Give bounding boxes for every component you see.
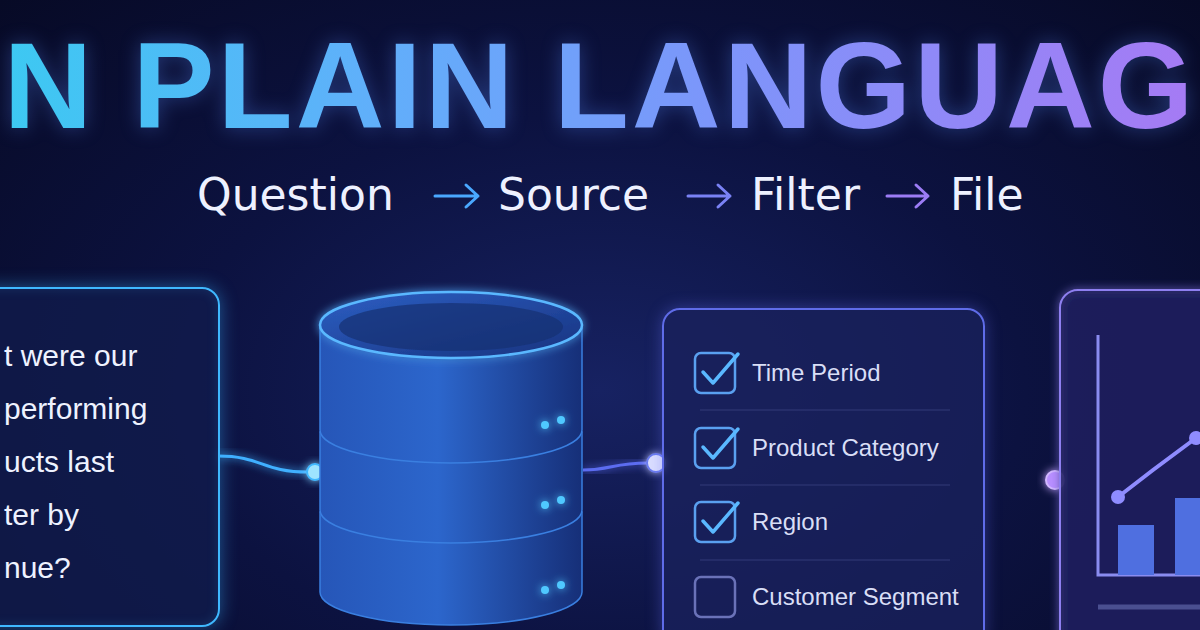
row-separator	[700, 409, 950, 410]
heading: N PLAIN LANGUAG	[0, 24, 1200, 147]
question-text: t were our performing ucts last ter by n…	[4, 329, 151, 594]
status-light	[557, 581, 565, 589]
filter-option: Product Category	[752, 433, 939, 463]
connector-wire	[583, 463, 648, 470]
status-light	[541, 586, 549, 594]
chart-line	[1118, 428, 1200, 497]
row-separator	[700, 559, 950, 560]
flow-arrow	[688, 185, 730, 207]
step-label: Question	[197, 169, 394, 221]
checkmark	[703, 503, 738, 532]
checkmark	[703, 354, 738, 383]
status-light	[557, 496, 565, 504]
chart-bar	[1118, 525, 1154, 575]
connector-wire	[218, 456, 308, 472]
database-lights	[541, 416, 565, 594]
checkbox	[695, 353, 735, 393]
checkbox	[695, 502, 735, 542]
connector-wire	[985, 478, 1048, 482]
filter-panel: Time PeriodProduct CategoryRegionCustome…	[662, 308, 985, 630]
chart-point	[1189, 431, 1200, 445]
step-label: Source	[498, 169, 649, 221]
row-separators	[700, 410, 950, 560]
status-light	[557, 416, 565, 424]
chart-panel	[1060, 290, 1200, 630]
step-label: Filter	[751, 169, 860, 221]
step-label: File	[950, 169, 1024, 221]
checkbox	[695, 428, 735, 468]
database-cylinder	[320, 292, 582, 625]
status-light	[541, 501, 549, 509]
filter-option: Time Period	[752, 358, 880, 388]
flow-arrow	[887, 185, 928, 207]
database-top	[320, 292, 582, 358]
chart-bar	[1175, 498, 1200, 575]
filter-option: Customer Segment	[752, 582, 959, 612]
checkmark	[703, 429, 738, 458]
chart-footer-bar	[1098, 605, 1200, 610]
checkbox	[695, 577, 735, 617]
file-panel	[1060, 290, 1200, 630]
filter-option: Region	[752, 507, 828, 537]
question-box: t were our performing ucts last ter by n…	[0, 287, 220, 627]
status-light	[541, 421, 549, 429]
row-separator	[700, 484, 950, 485]
database-top-inner	[339, 303, 563, 351]
chart-point	[1111, 490, 1125, 504]
flow-arrow	[435, 185, 478, 207]
